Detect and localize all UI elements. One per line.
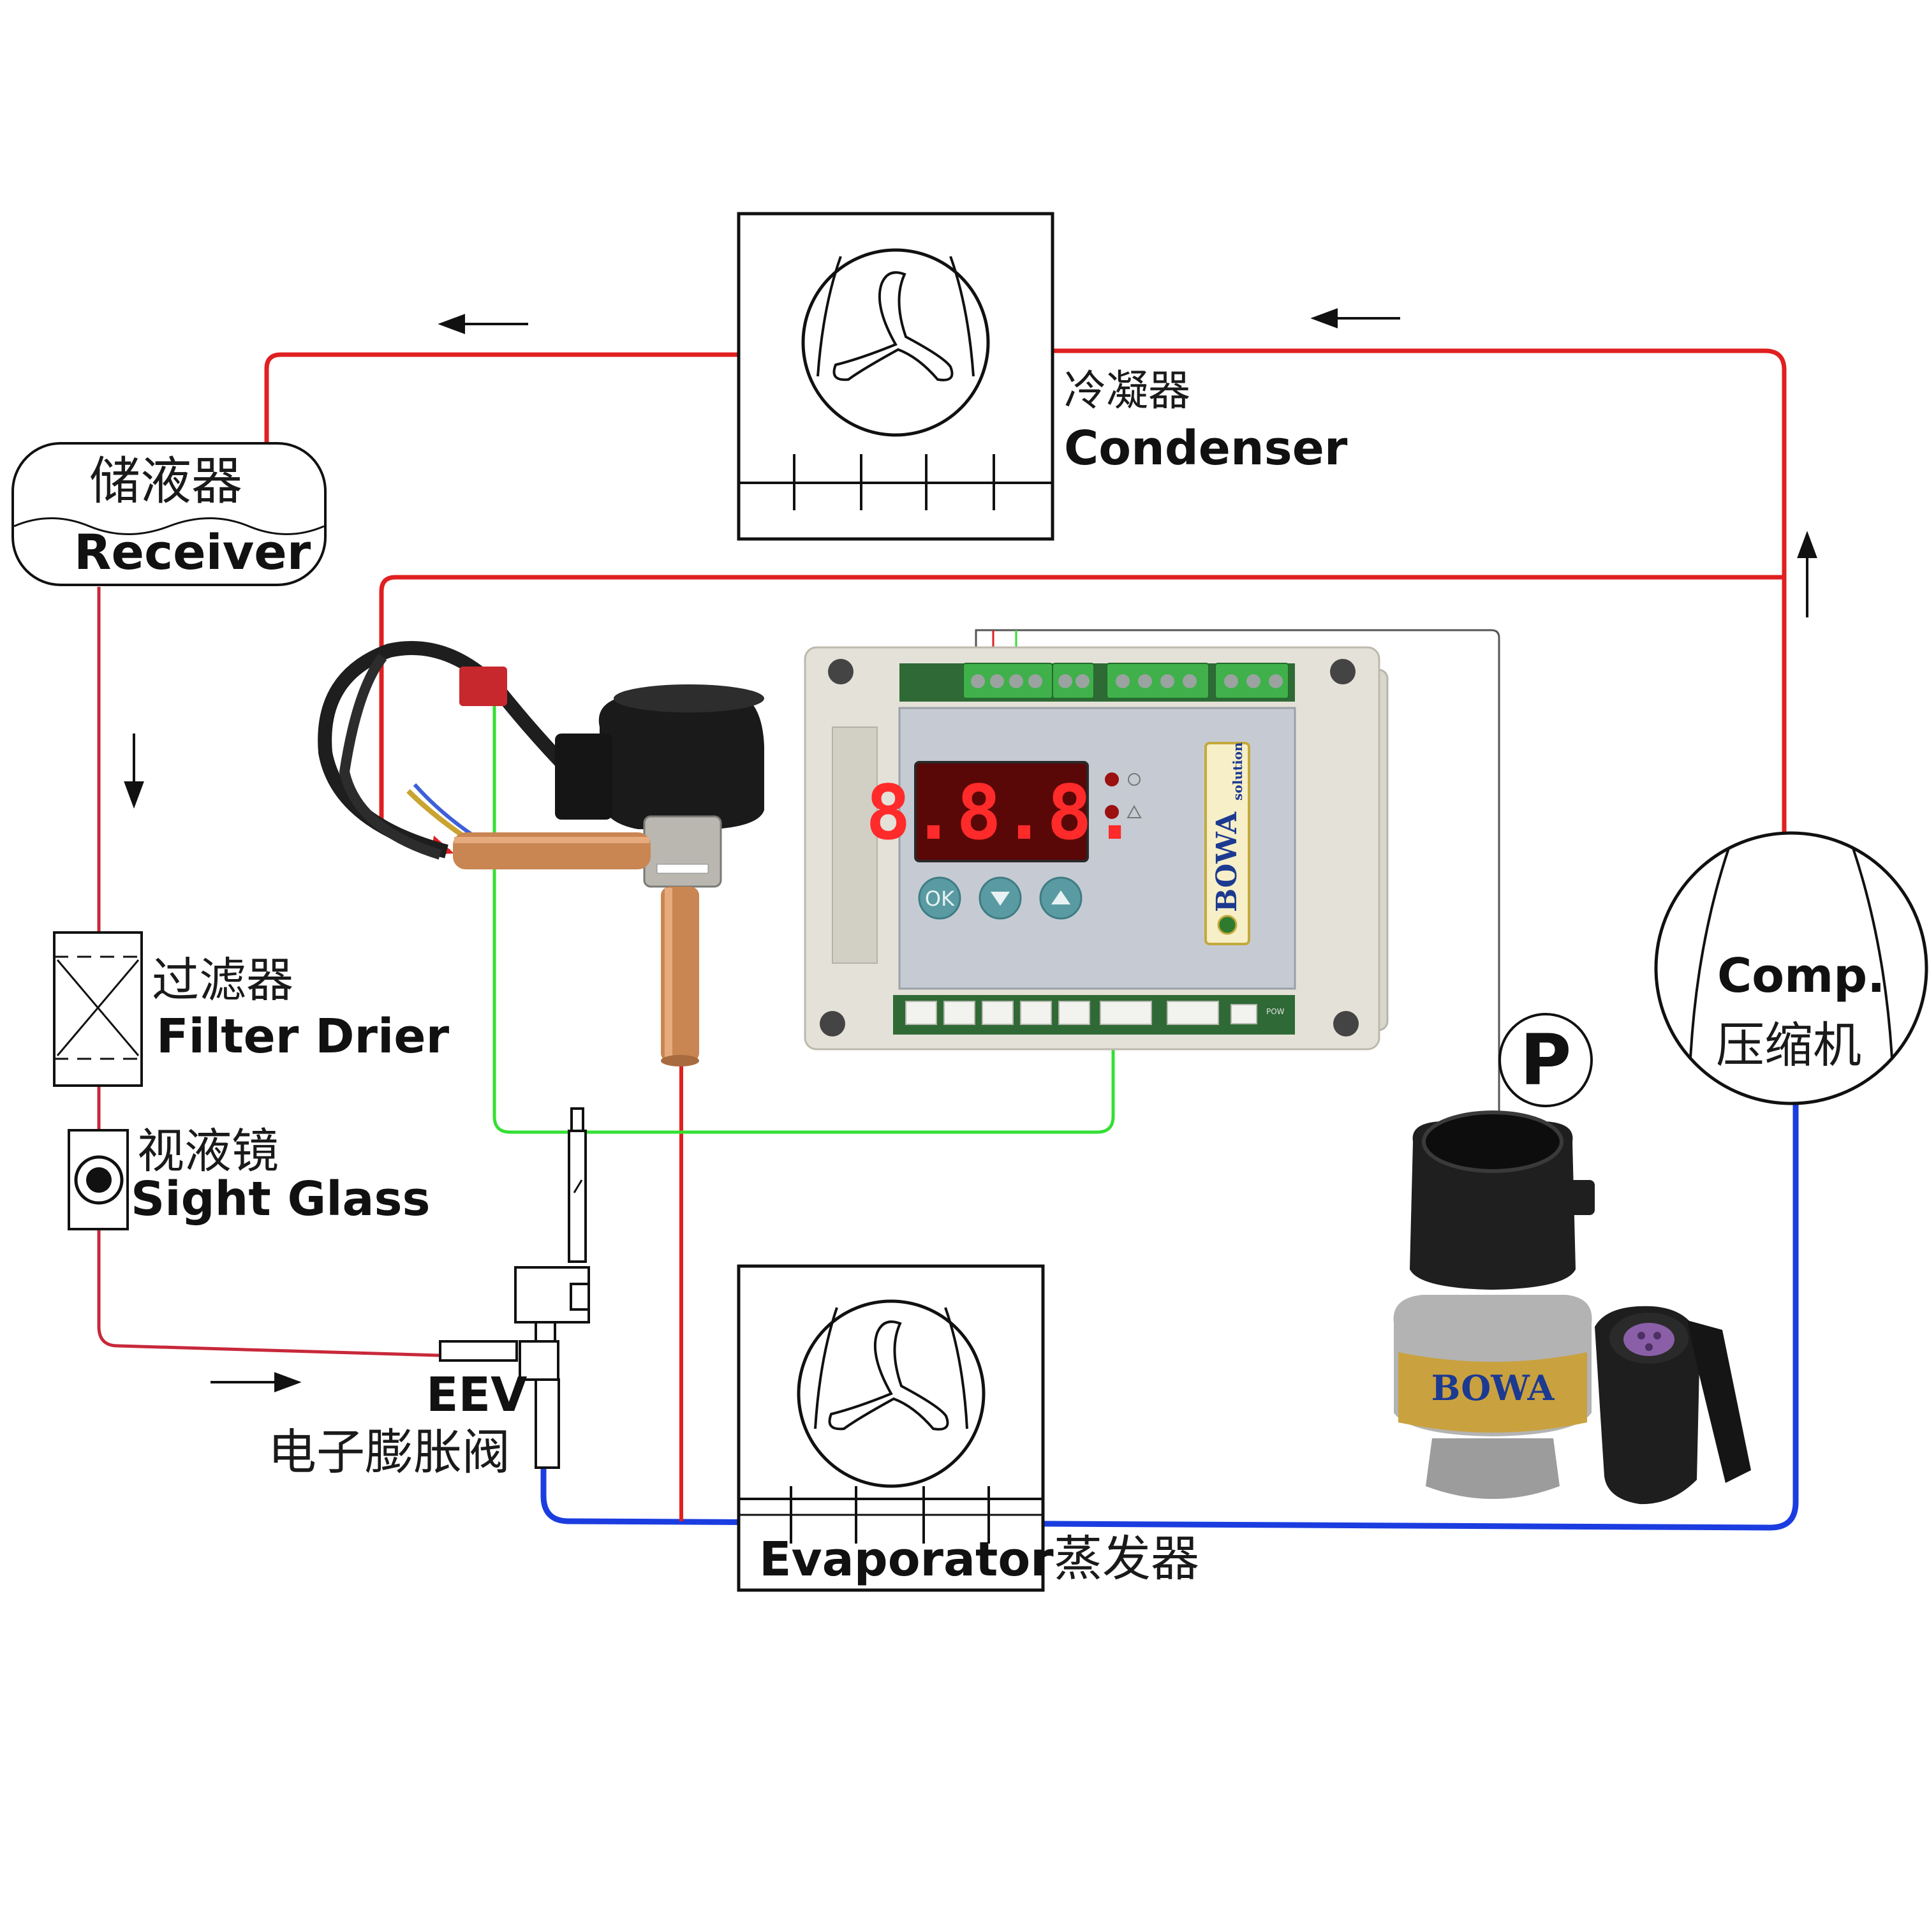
pressure-sensor: BOWA	[1393, 1110, 1751, 1505]
liquid-line	[97, 587, 441, 1357]
ok-button-label: OK	[925, 887, 955, 911]
sight-glass	[68, 1129, 129, 1230]
warning-icon	[1127, 804, 1142, 818]
controller-brand-text: BOWA	[1211, 811, 1243, 912]
evaporator-fan-icon	[828, 1320, 949, 1431]
filter-label-en: Filter Drier	[156, 1009, 450, 1064]
pressure-symbol	[1498, 1013, 1593, 1107]
condenser-label-cn: 冷凝器	[1064, 366, 1190, 415]
compressor	[1654, 831, 1928, 1105]
eev-valve-photo	[318, 641, 764, 1066]
eev-coil	[598, 692, 764, 829]
pow-label: POW	[1266, 1007, 1285, 1016]
filter-label-cn: 过滤器	[152, 953, 293, 1008]
evaporator	[737, 1264, 1045, 1592]
discharge-line	[1053, 348, 1787, 832]
receiver-label-cn: 储液器	[89, 452, 242, 511]
up-arrow-icon	[1051, 890, 1070, 904]
eev-label-cn: 电子膨胀阀	[268, 1424, 510, 1480]
sight-glass-label-en: Sight Glass	[131, 1172, 431, 1227]
eev-symbol	[439, 1107, 590, 1469]
eev-cable	[318, 641, 605, 859]
controller-brand-sub: solution	[1230, 742, 1245, 800]
receiver-label-en: Receiver	[74, 524, 311, 580]
down-arrow-icon	[991, 892, 1010, 906]
eev-label-en: EEV	[426, 1368, 527, 1422]
controller-brand-plate	[1204, 742, 1250, 945]
pressure-symbol-label: P	[1520, 1019, 1572, 1101]
receiver	[11, 442, 327, 586]
ok-button[interactable]	[918, 876, 961, 920]
sight-glass-label-cn: 视液镜	[137, 1124, 279, 1179]
compressor-label-en: Comp.	[1717, 948, 1885, 1003]
eev-body	[643, 815, 722, 888]
filter-drier	[53, 931, 143, 1087]
brand-logo-icon	[1217, 915, 1238, 935]
sensor-cable	[975, 629, 1500, 1123]
status-led-run	[1105, 772, 1119, 786]
compressor-label-cn: 压缩机	[1716, 1017, 1861, 1073]
controller: 8.8.8. OK BOWA solution POW	[804, 646, 1389, 1051]
sensor-hex-fitting	[1426, 1438, 1560, 1499]
condenser-outlet-line	[264, 352, 740, 446]
flow-arrows	[124, 308, 1817, 1392]
sensor-brand-text: BOWA	[1431, 1368, 1555, 1408]
controller-display	[914, 761, 1089, 862]
status-led-alarm	[1105, 805, 1119, 819]
controller-display-text: 8.8.8.	[866, 769, 1137, 857]
condenser	[737, 212, 1054, 541]
condenser-fan-icon	[832, 271, 954, 381]
evaporator-label-en: Evaporator	[759, 1532, 1054, 1587]
refresh-icon	[1128, 773, 1141, 786]
condenser-label-en: Condenser	[1064, 421, 1348, 476]
evaporator-label-cn: 蒸发器	[1054, 1530, 1199, 1587]
suction-line	[540, 1103, 1799, 1531]
eev-connector	[459, 667, 507, 706]
